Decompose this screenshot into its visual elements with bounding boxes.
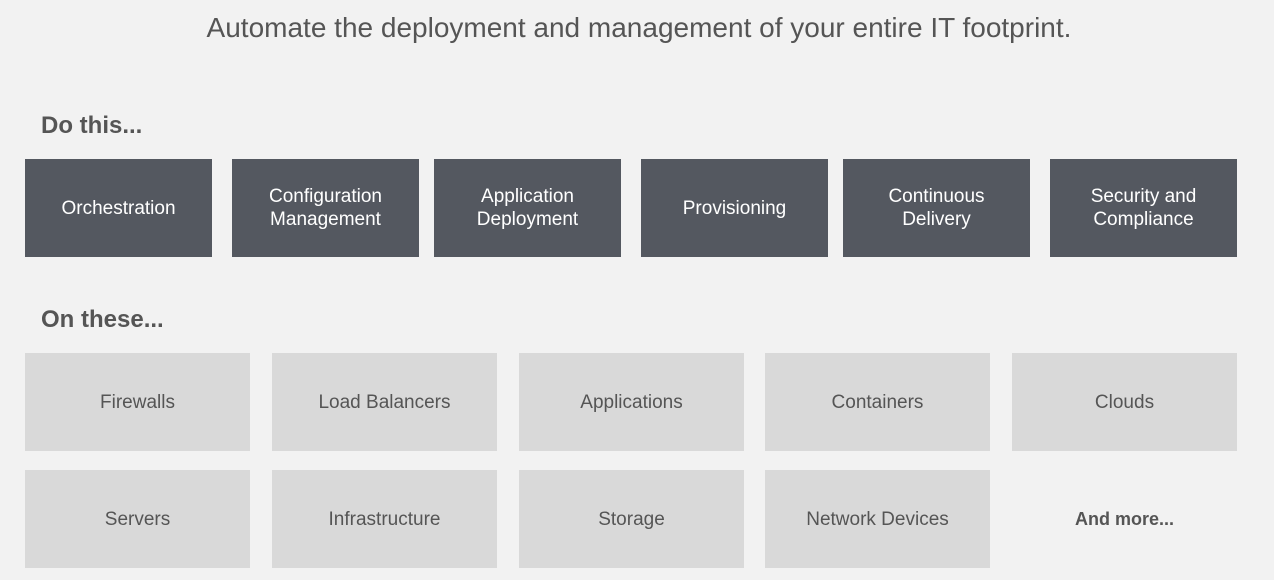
target-tile-label: Containers: [831, 391, 924, 413]
page-headline: Automate the deployment and management o…: [206, 12, 1072, 43]
action-tile-continuous-delivery[interactable]: Continuous Delivery: [843, 159, 1030, 257]
target-tile-applications[interactable]: Applications: [519, 353, 744, 451]
target-tile-label: Applications: [580, 391, 683, 413]
action-tile-application-deployment[interactable]: Application Deployment: [434, 159, 621, 257]
target-tile-storage[interactable]: Storage: [519, 470, 744, 568]
action-tile-label: Security and Compliance: [1090, 186, 1197, 230]
target-tile-servers[interactable]: Servers: [25, 470, 250, 568]
action-tile-label: Provisioning: [682, 197, 787, 219]
target-tile-containers[interactable]: Containers: [765, 353, 990, 451]
action-tile-security-compliance[interactable]: Security and Compliance: [1050, 159, 1237, 257]
target-tile-label: Firewalls: [100, 391, 175, 413]
target-tile-label: Servers: [104, 508, 171, 530]
target-tile-infrastructure[interactable]: Infrastructure: [272, 470, 497, 568]
action-tile-configuration-management[interactable]: Configuration Management: [232, 159, 419, 257]
action-tile-label: Continuous Delivery: [888, 186, 985, 230]
and-more-label: And more...: [1074, 508, 1174, 529]
action-tile-label: Application Deployment: [476, 186, 579, 230]
action-tile-label: Configuration Management: [268, 186, 383, 230]
do-this-section-title: Do this...: [41, 112, 143, 139]
and-more-link[interactable]: And more...: [1012, 470, 1237, 568]
target-tile-load-balancers[interactable]: Load Balancers: [272, 353, 497, 451]
target-tile-network-devices[interactable]: Network Devices: [765, 470, 990, 568]
action-tile-orchestration[interactable]: Orchestration: [25, 159, 212, 257]
target-tile-label: Load Balancers: [318, 391, 451, 413]
on-these-section-title: On these...: [41, 306, 164, 333]
target-tile-label: Clouds: [1094, 391, 1155, 413]
target-tile-label: Infrastructure: [328, 508, 441, 530]
target-tile-label: Storage: [598, 508, 665, 530]
action-tile-provisioning[interactable]: Provisioning: [641, 159, 828, 257]
target-tile-firewalls[interactable]: Firewalls: [25, 353, 250, 451]
target-tile-clouds[interactable]: Clouds: [1012, 353, 1237, 451]
target-tile-label: Network Devices: [806, 508, 949, 530]
action-tile-label: Orchestration: [61, 197, 176, 219]
